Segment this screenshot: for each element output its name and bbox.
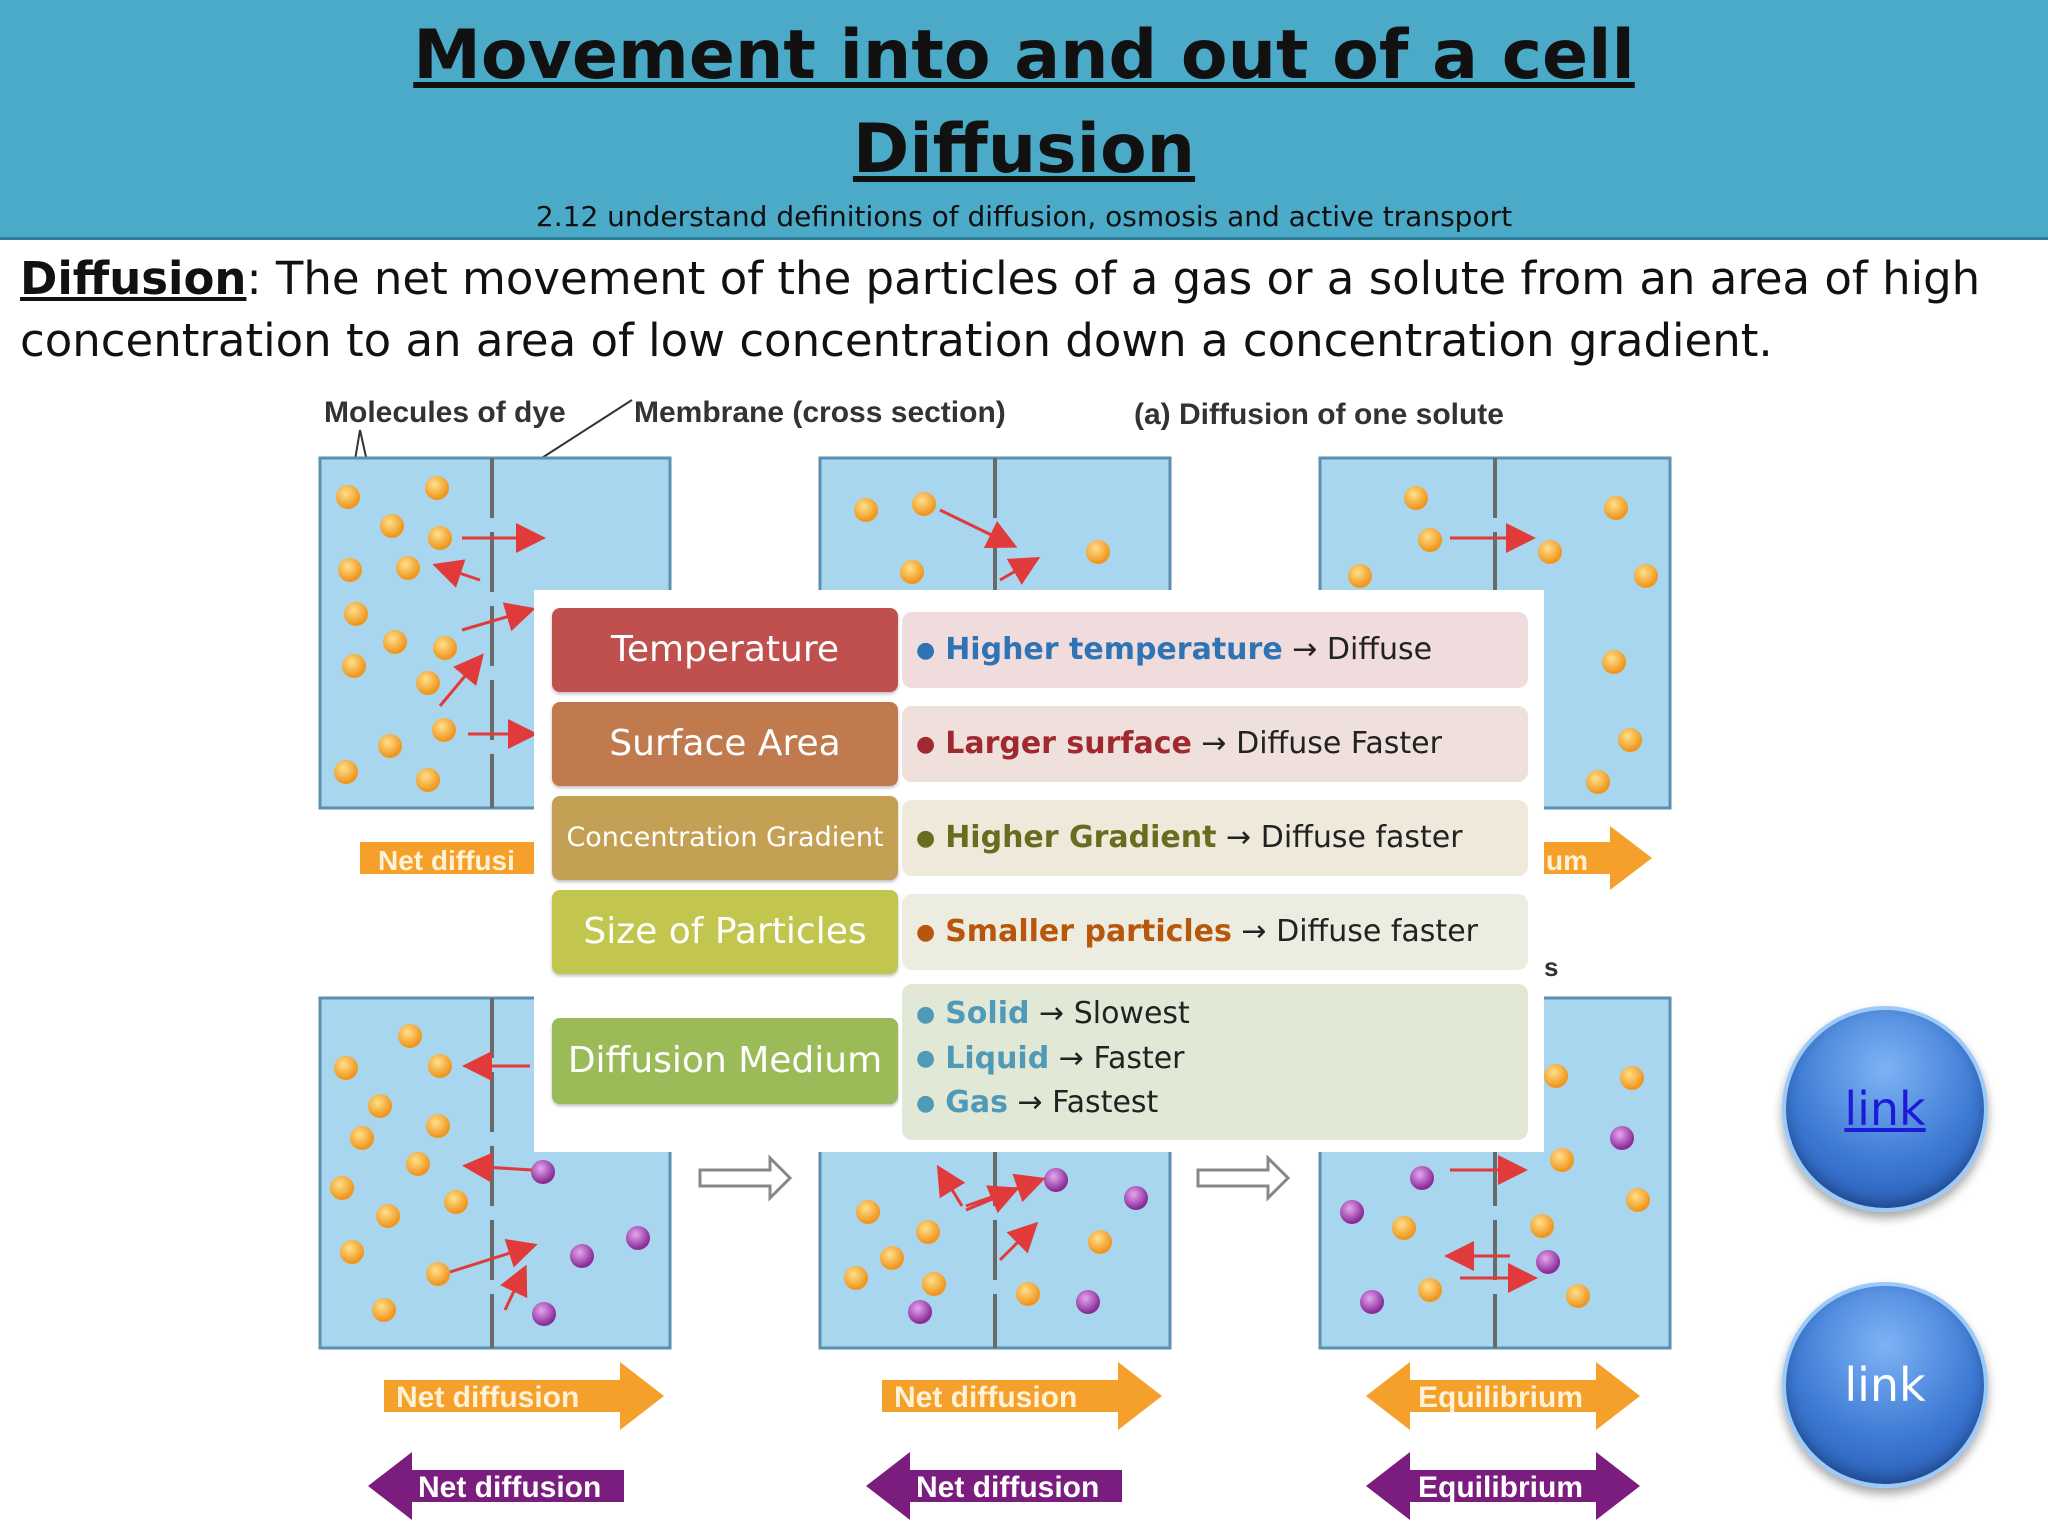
link-button-2-label[interactable]: link [1844,1358,1926,1412]
factor-keyword: Larger surface [945,726,1192,761]
arrow-glyph: → [1226,820,1252,855]
factor-keyword: Smaller particles [945,914,1232,949]
label-membrane: Membrane (cross section) [634,396,1006,429]
factors-panel: Temperature ●Higher temperature → Diffus… [534,590,1544,1152]
factor-row-diffusion-medium: Diffusion Medium ●Solid → Slowest ●Liqui… [552,984,1528,1140]
factor-desc-diffusion-medium: ●Solid → Slowest ●Liquid → Faster ●Gas →… [902,984,1528,1140]
factor-row-concentration-gradient: Concentration Gradient ●Higher Gradient … [552,796,1528,880]
factor-desc-size-of-particles: ●Smaller particles → Diffuse faster [902,894,1528,970]
factor-keyword: Higher Gradient [945,820,1217,855]
factor-desc-surface-area: ●Larger surface → Diffuse Faster [902,706,1528,782]
net-diffusion-partial-label: Net diffusi [378,845,515,876]
factor-keyword: Gas [945,1085,1008,1120]
net-diffusion-label: Net diffusion [894,1381,1077,1414]
arrow-glyph: → [1058,1040,1084,1076]
factor-keyword: Liquid [945,1040,1050,1076]
medium-item-liquid: ●Liquid → Faster [916,1040,1185,1076]
net-diffusion-arrow-purple-1: Net diffusion [368,1452,624,1520]
link-button-2[interactable]: link [1782,1282,1988,1488]
factor-label-temperature: Temperature [552,608,898,692]
net-diffusion-label: Net diffusion [396,1381,579,1414]
factor-row-size-of-particles: Size of Particles ●Smaller particles → D… [552,890,1528,974]
transition-arrow-2 [1196,1154,1291,1202]
net-diffusion-arrow-orange-1: Net diffusion [384,1362,664,1430]
factor-row-temperature: Temperature ●Higher temperature → Diffus… [552,608,1528,744]
net-diffusion-label: Net diffusion [916,1471,1099,1504]
factor-result: Diffuse Faster [1236,726,1442,761]
factor-result: Diffuse faster [1276,914,1478,949]
label-molecules: Molecules of dye [324,396,566,429]
equilibrium-arrow-orange: Equilibrium [1366,1362,1640,1430]
spec-point: 2.12 understand definitions of diffusion… [535,200,1513,233]
factor-keyword: Solid [945,996,1030,1031]
factor-label-size-of-particles: Size of Particles [552,890,898,974]
equilibrium-label: Equilibrium [1418,1381,1583,1414]
factor-desc-temperature: ●Higher temperature → Diffuse Faster [902,612,1528,744]
definition-text: : The net movement of the particles of a… [20,252,1981,367]
arrow-glyph: → [1017,1085,1043,1120]
net-diffusion-arrow-orange-2: Net diffusion [882,1362,1162,1430]
factor-label-diffusion-medium: Diffusion Medium [552,1018,898,1104]
factor-result: Faster [1093,1040,1185,1076]
equilibrium-label: Equilibrium [1418,1471,1583,1504]
factor-result: Diffuse faster [1260,820,1463,855]
arrow-glyph: → [1201,726,1227,761]
factor-label-concentration-gradient: Concentration Gradient [552,796,898,880]
equilibrium-arrow-purple: Equilibrium [1366,1452,1640,1520]
link-button-1-label[interactable]: link [1844,1082,1926,1136]
transition-arrow-1 [698,1154,793,1202]
factor-keyword: Higher temperature [945,632,1283,667]
page-title: Movement into and out of a cell [413,16,1635,95]
link-button-1[interactable]: link [1782,1006,1988,1212]
net-diffusion-label: Net diffusion [418,1471,601,1504]
factor-result: Fastest [1052,1085,1159,1120]
equilibrium-partial-label: um [1546,845,1588,876]
label-one-solute: (a) Diffusion of one solute [1134,398,1504,431]
net-diffusion-arrow-purple-2: Net diffusion [866,1452,1122,1520]
factor-label-surface-area: Surface Area [552,702,898,786]
factor-row-surface-area: Surface Area ●Larger surface → Diffuse F… [552,702,1528,786]
medium-item-solid: ●Solid → Slowest [916,996,1190,1031]
definition-term: Diffusion [20,252,247,305]
medium-item-gas: ●Gas → Fastest [916,1085,1159,1120]
definition-paragraph: Diffusion: The net movement of the parti… [20,248,2020,372]
factor-desc-concentration-gradient: ●Higher Gradient → Diffuse faster [902,800,1528,876]
factor-result: Slowest [1073,996,1190,1031]
arrow-glyph: → [1292,632,1318,667]
title-banner: Movement into and out of a cell Diffusio… [0,0,2048,240]
diagram-partial-label: s [1544,952,1558,982]
arrow-glyph: → [1039,996,1065,1031]
arrow-glyph: → [1241,914,1267,949]
page-subtitle: Diffusion [852,110,1196,189]
